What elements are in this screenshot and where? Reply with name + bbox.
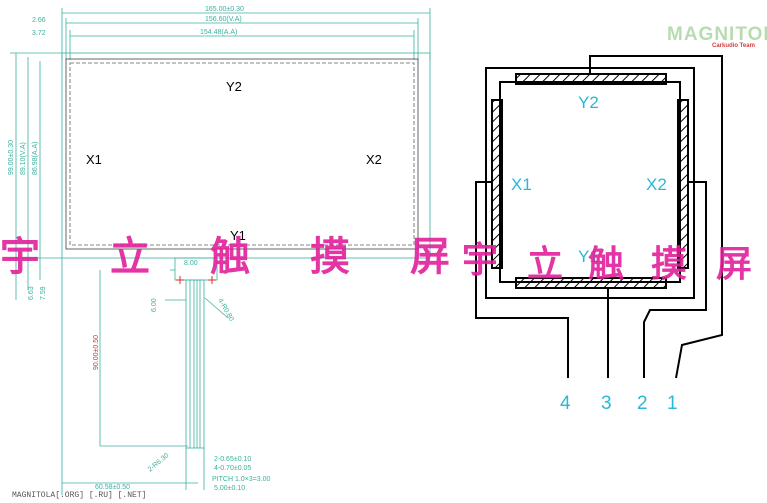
electrode-x2 <box>677 99 689 269</box>
pin-label-1: 1 <box>667 393 678 414</box>
watermark-char: 立 <box>527 243 563 285</box>
panel-label-x2: X2 <box>366 152 382 167</box>
pin-label-3: 3 <box>601 393 612 414</box>
dim-off1: 2.66 <box>32 17 46 24</box>
dim-note1: 2-0.65±0.10 <box>214 456 251 463</box>
panel-drawing <box>10 8 431 495</box>
brand-logo: MAGNITOLA Carkudio Team <box>667 24 767 49</box>
watermark-char: 摸 <box>310 233 350 280</box>
footer-watermark: MAGNITOLA[.ORG] [.RU] [.NET] <box>12 491 146 500</box>
electrode-y1 <box>515 277 667 289</box>
dim-overall-h: 99.00±0.30 <box>8 140 15 175</box>
dim-aa-w: 154.48(A.A) <box>200 29 237 36</box>
circuit-schematic <box>475 55 723 379</box>
watermark: 宇 立 触 摸 屏 宇 立 触 摸 屏 <box>0 233 752 285</box>
dim-radius: 2-R6.30 <box>147 452 171 473</box>
panel-label-x1: X1 <box>86 152 102 167</box>
watermark-char: 摸 <box>651 243 687 285</box>
dim-bot1: 6.63 <box>28 286 35 300</box>
connector-marks <box>176 276 216 284</box>
panel-outline <box>61 52 431 259</box>
wire-pin-4 <box>475 181 569 378</box>
leader-hole <box>204 297 229 319</box>
dim-pitch: PITCH 1.0×3=3.00 <box>212 476 270 483</box>
pin-label-2: 2 <box>637 393 648 414</box>
circuit-label-x2: X2 <box>646 175 667 194</box>
dim-bot2: 7.59 <box>40 286 47 300</box>
watermark-char: 立 <box>110 233 150 280</box>
fpc-tail <box>185 279 205 449</box>
dim-off2: 3.72 <box>32 30 46 37</box>
pin-label-4: 4 <box>560 393 571 414</box>
watermark-char: 屏 <box>716 243 752 285</box>
watermark-char: 宇 <box>0 233 40 280</box>
dim-pitch-w: 5.00±0.10 <box>214 485 245 492</box>
dim-tail-w: 6.00 <box>151 298 158 312</box>
wire-pin-2 <box>643 181 707 378</box>
circuit-label-x1: X1 <box>511 175 532 194</box>
panel-label-y2: Y2 <box>226 79 242 94</box>
electrode-y2 <box>515 73 667 85</box>
active-area <box>69 62 415 246</box>
dim-va-h: 89.10(V.A) <box>20 142 27 175</box>
dim-offset-x: 60.58±0.50 <box>95 484 130 491</box>
dim-overall-w: 165.00±0.30 <box>205 6 244 13</box>
panel-label-y1: Y1 <box>230 228 246 243</box>
logo-subtext: Carkudio Team <box>712 43 755 49</box>
circuit-label-y2: Y2 <box>578 93 599 112</box>
dim-fpc-w: 8.00 <box>184 260 198 267</box>
logo-text: MAGNITOLA <box>667 24 767 45</box>
dim-va-w: 156.60(V.A) <box>205 16 242 23</box>
dim-tail-len: 90.00±0.50 <box>93 335 100 370</box>
watermark-char: 触 <box>588 243 624 285</box>
dim-note2: 4-0.70±0.05 <box>214 465 251 472</box>
electrode-x1 <box>491 99 503 269</box>
viewing-area <box>65 58 419 250</box>
watermark-char: 宇 <box>462 239 498 281</box>
dim-aa-h: 86.98(A.A) <box>32 142 39 175</box>
circuit-label-y1: Y1 <box>578 247 599 266</box>
watermark-char: 屏 <box>410 233 450 280</box>
watermark-char: 触 <box>210 233 250 280</box>
wire-pin-1 <box>589 55 723 379</box>
